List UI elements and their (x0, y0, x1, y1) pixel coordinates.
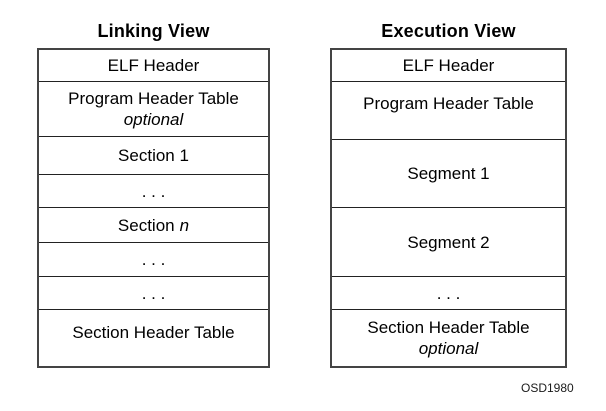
linking-view-panel: Linking View ELF Header Program Header T… (37, 21, 270, 368)
row-label: Segment 1 (407, 164, 490, 183)
execution-row-segment-1: Segment 1 (332, 140, 565, 208)
section-word: Section (117, 215, 175, 235)
ellipsis-label: . . . (141, 250, 166, 269)
linking-view-box: ELF Header Program Header Table optional… (37, 48, 270, 368)
ellipsis-label: . . . (141, 283, 166, 303)
linking-view-title: Linking View (97, 21, 210, 41)
section-n-variable: n (179, 215, 190, 235)
linking-row-ellipsis-3: . . . (39, 277, 268, 310)
execution-view-box: ELF Header Program Header Table Segment … (330, 48, 567, 368)
row-label: Section Header Table (367, 318, 530, 337)
row-label: Segment 2 (407, 232, 490, 252)
linking-row-ellipsis-2: . . . (39, 243, 268, 277)
linking-row-section-header-table: Section Header Table (39, 310, 268, 366)
row-label: Section 1 (118, 146, 189, 165)
linking-row-program-header-table: Program Header Table optional (39, 82, 268, 137)
execution-row-elf-header: ELF Header (332, 50, 565, 82)
ellipsis-label: . . . (436, 283, 461, 303)
ellipsis-label: . . . (141, 181, 166, 201)
figure-code: OSD1980 (521, 381, 574, 395)
row-label: Program Header Table (363, 94, 534, 113)
row-note-optional: optional (418, 339, 479, 358)
linking-row-elf-header: ELF Header (39, 50, 268, 82)
execution-view-panel: Execution View ELF Header Program Header… (330, 21, 567, 368)
row-label: Section Header Table (72, 323, 235, 342)
execution-row-section-header-table: Section Header Table optional (332, 310, 565, 366)
execution-row-program-header-table: Program Header Table (332, 82, 565, 140)
row-note-optional: optional (123, 110, 184, 129)
row-label: ELF Header (402, 56, 495, 75)
execution-row-ellipsis: . . . (332, 277, 565, 310)
execution-view-title: Execution View (381, 21, 516, 41)
linking-row-ellipsis-1: . . . (39, 175, 268, 208)
linking-row-section-1: Section 1 (39, 137, 268, 175)
execution-row-segment-2: Segment 2 (332, 208, 565, 277)
row-label: ELF Header (107, 56, 200, 75)
row-label: Program Header Table (68, 89, 239, 108)
